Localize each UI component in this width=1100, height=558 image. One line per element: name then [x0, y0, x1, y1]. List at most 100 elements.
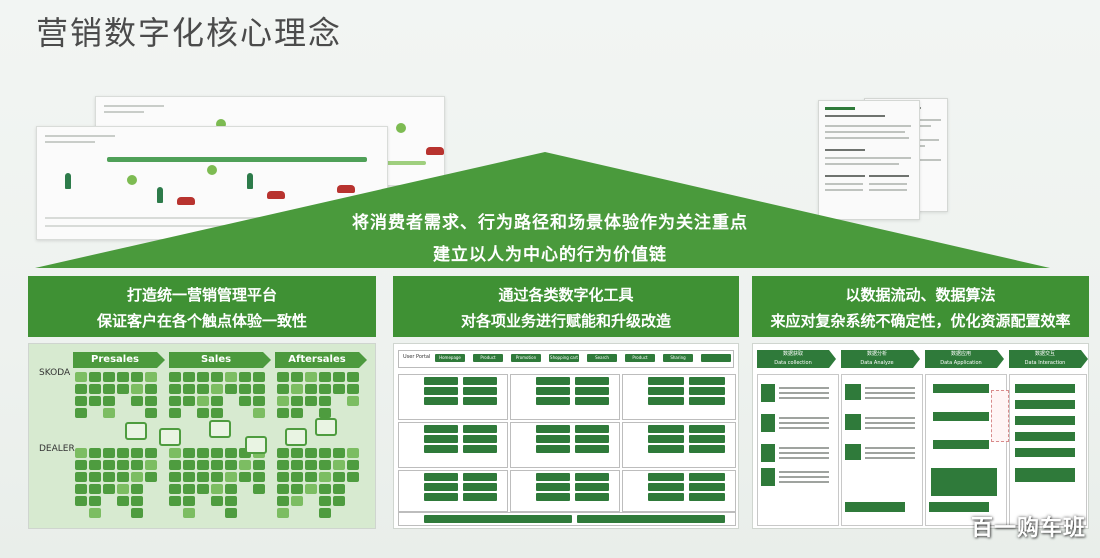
touchpoint-tile — [211, 496, 223, 506]
touchpoint-tile — [291, 496, 303, 506]
service-module — [536, 483, 570, 491]
portal-button-homepage: Homepage — [435, 354, 465, 362]
service-module — [424, 397, 458, 405]
touchpoint-tile — [131, 508, 143, 518]
pillar-header-platform: 打造统一营销管理平台 保证客户在各个触点体验一致性 — [28, 276, 376, 337]
touchpoint-tile — [333, 384, 345, 394]
service-module — [648, 435, 684, 443]
touchpoint-tile — [131, 484, 143, 494]
application-item — [933, 440, 989, 449]
phase-data-collection: 数据获取 Data collection — [757, 350, 836, 368]
text-line — [865, 447, 915, 449]
touchpoint-tile — [197, 384, 209, 394]
touchpoint-tile — [253, 460, 265, 470]
service-module — [689, 473, 725, 481]
touchpoint-tile — [145, 396, 157, 406]
touchpoint-tile — [117, 460, 129, 470]
platform-block — [845, 414, 861, 430]
touchpoint-tile — [211, 408, 223, 418]
service-module — [575, 425, 609, 433]
interaction-item — [1015, 416, 1075, 425]
text-line — [779, 447, 829, 449]
touchpoint-tile — [277, 384, 289, 394]
touchpoint-tile — [75, 396, 87, 406]
text-line — [865, 392, 915, 394]
touchpoint-tile — [75, 484, 87, 494]
service-module — [536, 377, 570, 385]
touchpoint-tile — [89, 448, 101, 458]
touchpoint-tile — [197, 484, 209, 494]
demand-box — [929, 502, 989, 512]
service-module — [648, 493, 684, 501]
touchpoint-tile — [89, 372, 101, 382]
service-module — [689, 425, 725, 433]
phase-en: Data Application — [940, 360, 982, 366]
touchpoint-icon — [315, 418, 337, 436]
touchpoint-tile — [225, 472, 237, 482]
source-block — [761, 468, 775, 486]
touchpoint-tile — [277, 460, 289, 470]
roof-line-2: 建立以人为中心的行为价值链 — [433, 245, 667, 265]
touchpoint-tile — [145, 448, 157, 458]
user-portal-row: User Portal Homepage Product Promotion S… — [398, 350, 734, 368]
service-module — [575, 435, 609, 443]
service-module — [536, 435, 570, 443]
service-module — [463, 377, 497, 385]
service-module — [575, 387, 609, 395]
service-module — [577, 515, 725, 523]
touchpoint-icon — [125, 422, 147, 440]
service-module — [648, 387, 684, 395]
interaction-item — [1015, 468, 1075, 482]
service-block — [622, 422, 736, 468]
source-block — [761, 384, 775, 402]
service-module — [575, 473, 609, 481]
touchpoint-icon — [285, 428, 307, 446]
service-module — [689, 377, 725, 385]
touchpoint-tile — [117, 484, 129, 494]
touchpoint-tile — [145, 384, 157, 394]
touchpoint-tile — [305, 460, 317, 470]
touchpoint-tile — [333, 448, 345, 458]
touchpoint-tile — [225, 460, 237, 470]
text-line — [779, 427, 829, 429]
text-line — [779, 471, 829, 473]
service-module — [424, 377, 458, 385]
touchpoint-tile — [169, 384, 181, 394]
service-module — [689, 483, 725, 491]
touchpoint-tile — [197, 448, 209, 458]
touchpoint-tile — [225, 372, 237, 382]
touchpoint-tile — [117, 472, 129, 482]
touchpoint-tile — [169, 372, 181, 382]
touchpoint-tile — [239, 472, 251, 482]
touchpoint-tile — [131, 460, 143, 470]
touchpoint-tile — [169, 460, 181, 470]
phase-cn: 数据获取 — [782, 351, 803, 357]
application-item — [933, 412, 989, 421]
text-line — [865, 397, 915, 399]
touchpoint-tile — [319, 384, 331, 394]
touchpoint-tile — [169, 496, 181, 506]
touchpoint-tile — [305, 372, 317, 382]
application-column — [925, 374, 1007, 526]
interaction-item — [1015, 448, 1075, 457]
touchpoint-tile — [347, 372, 359, 382]
service-module — [463, 493, 497, 501]
service-module — [424, 515, 572, 523]
service-module — [424, 483, 458, 491]
touchpoint-tile — [305, 384, 317, 394]
touchpoint-tile — [239, 396, 251, 406]
touchpoint-tile — [117, 384, 129, 394]
platform-block — [845, 444, 861, 460]
touchpoint-tile — [211, 484, 223, 494]
touchpoint-tile — [291, 384, 303, 394]
service-module — [463, 425, 497, 433]
touchpoint-tile — [103, 372, 115, 382]
platform-block — [845, 384, 861, 400]
text-line — [779, 387, 829, 389]
service-module — [648, 377, 684, 385]
service-module — [536, 425, 570, 433]
touchpoint-tile — [253, 408, 265, 418]
touchpoint-tile — [183, 484, 195, 494]
touchpoint-tile — [319, 448, 331, 458]
touchpoint-tile — [169, 408, 181, 418]
